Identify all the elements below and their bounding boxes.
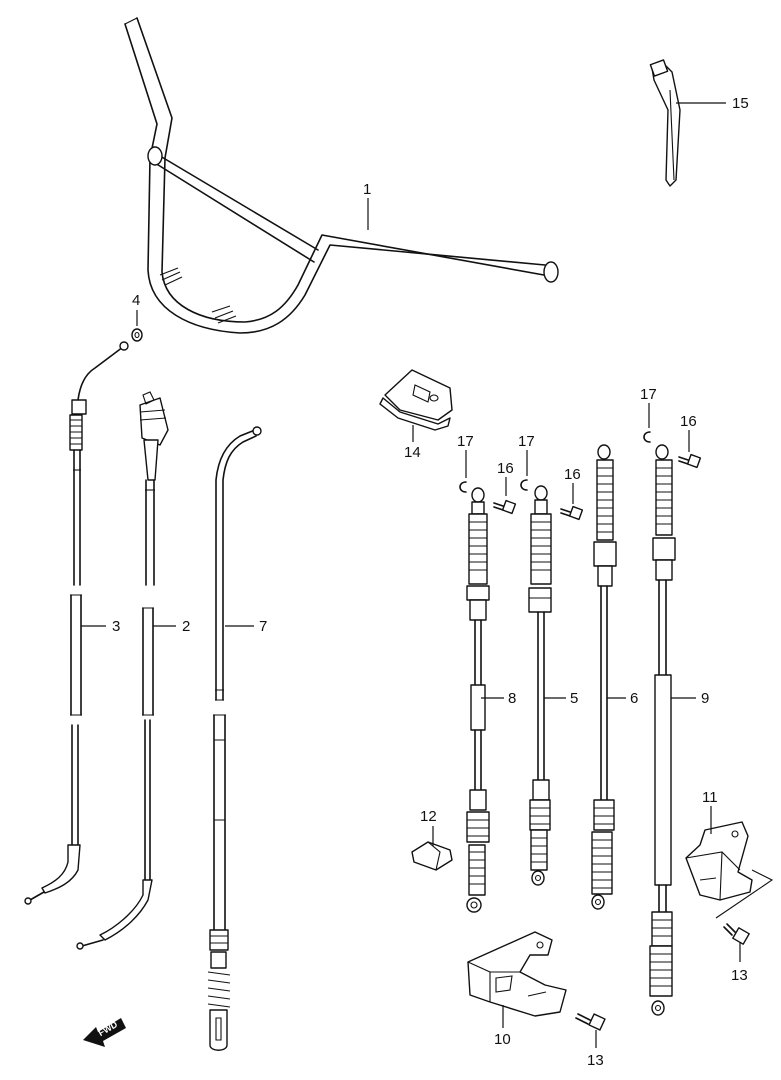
bolt-part-16b bbox=[560, 505, 584, 521]
bracket-part-10 bbox=[467, 931, 567, 1017]
callout-17c: 17 bbox=[640, 386, 657, 403]
callout-2: 2 bbox=[182, 618, 190, 635]
cable-part-3 bbox=[24, 341, 129, 905]
cable-part-9 bbox=[649, 444, 676, 1016]
callout-4: 4 bbox=[132, 292, 140, 309]
callout-17b: 17 bbox=[518, 433, 535, 450]
cable-part-2 bbox=[76, 391, 169, 950]
bolt-part-13a bbox=[723, 923, 750, 945]
callout-11: 11 bbox=[702, 789, 718, 806]
cable-part-7 bbox=[207, 426, 262, 1051]
callout-12: 12 bbox=[420, 808, 437, 825]
callout-labels: 1 15 4 14 17 17 17 16 16 16 3 2 7 8 5 6 … bbox=[112, 95, 749, 1069]
callout-8: 8 bbox=[508, 690, 516, 707]
callout-15: 15 bbox=[732, 95, 749, 112]
callout-14: 14 bbox=[404, 444, 421, 461]
callout-7: 7 bbox=[259, 618, 267, 635]
callout-10: 10 bbox=[494, 1031, 511, 1048]
callout-13b: 13 bbox=[587, 1052, 604, 1069]
clip-part-12 bbox=[411, 841, 453, 871]
cable-part-8 bbox=[466, 487, 490, 913]
callout-16c: 16 bbox=[680, 413, 697, 430]
callout-16a: 16 bbox=[497, 460, 514, 477]
handlebar-part-1 bbox=[124, 17, 559, 334]
callout-1: 1 bbox=[363, 181, 371, 198]
bolt-part-16a bbox=[493, 499, 517, 515]
clip-part-17c bbox=[643, 431, 651, 443]
leader-lines bbox=[81, 102, 741, 1048]
clip-part-17b bbox=[520, 479, 528, 491]
callout-16b: 16 bbox=[564, 466, 581, 483]
cable-part-5 bbox=[528, 485, 552, 886]
callout-17a: 17 bbox=[457, 433, 474, 450]
bracket-part-14 bbox=[379, 369, 453, 431]
fwd-arrow-icon: FWD bbox=[83, 1018, 126, 1047]
callout-13a: 13 bbox=[731, 967, 748, 984]
clip-part-17a bbox=[459, 481, 467, 493]
bolt-part-13b bbox=[575, 1013, 606, 1031]
bracket-part-11 bbox=[685, 821, 774, 919]
cable-tie-part-15 bbox=[649, 59, 681, 187]
callout-3: 3 bbox=[112, 618, 120, 635]
callout-5: 5 bbox=[570, 690, 578, 707]
washer-part-4 bbox=[131, 328, 143, 342]
callout-6: 6 bbox=[630, 690, 638, 707]
callout-9: 9 bbox=[701, 690, 709, 707]
cable-part-6 bbox=[591, 444, 617, 910]
bolt-part-16c bbox=[678, 453, 702, 469]
